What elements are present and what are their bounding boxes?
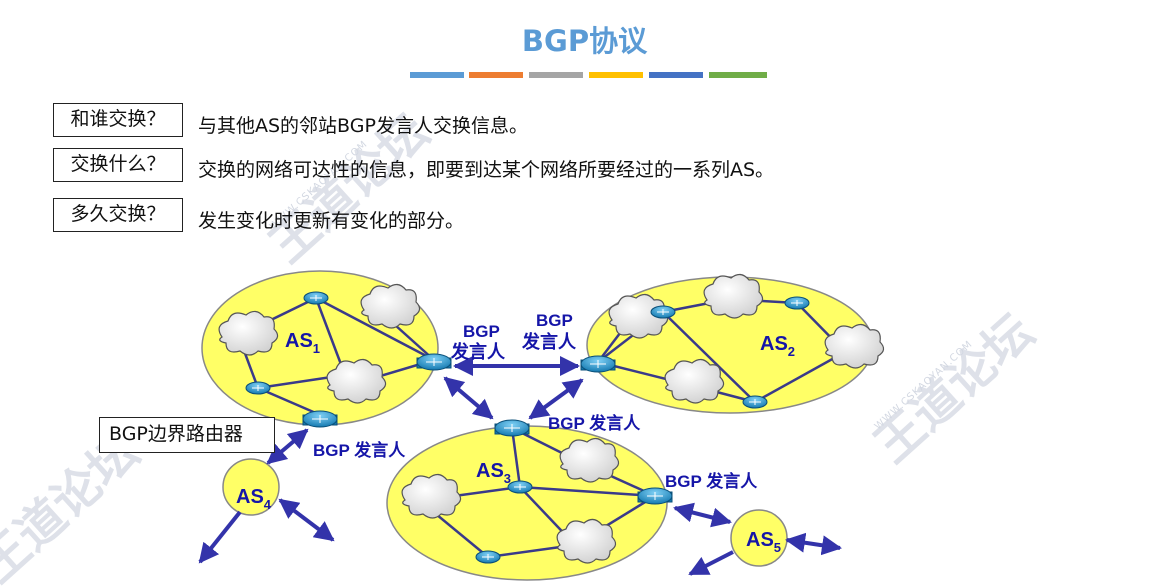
as2-speaker-label: 发言人 <box>521 331 577 352</box>
title-bar-segment <box>469 72 523 78</box>
title-bar-segment <box>529 72 583 78</box>
as3-top-speaker-label: BGP 发言人 <box>548 413 641 433</box>
border-router-callout: BGP边界路由器 <box>99 417 275 453</box>
as2-label: AS2 <box>760 333 795 359</box>
as1-speaker-label: 发言人 <box>450 341 506 362</box>
answer-when: 发生变化时更新有变化的部分。 <box>198 210 465 232</box>
title-bar-segment <box>410 72 464 78</box>
question-box-when: 多久交换？ <box>53 198 183 232</box>
title-bar-segment <box>709 72 767 78</box>
as1-label: AS1 <box>285 330 320 356</box>
page-title: BGP协议 <box>521 24 648 58</box>
as4-circle <box>222 458 280 516</box>
as3-right-speaker-label: BGP 发言人 <box>665 471 758 491</box>
cloud-icon <box>218 273 885 564</box>
inter-as-links <box>198 356 842 576</box>
answer-what: 交换的网络可达性的信息，即要到达某个网络所要经过的一系列AS。 <box>198 159 775 181</box>
as5-label: AS5 <box>746 529 781 555</box>
as1-speaker-bgp: BGP <box>463 322 500 341</box>
question-box-who: 和谁交换？ <box>53 103 183 137</box>
as3-label: AS3 <box>476 460 511 486</box>
title-bar-segment <box>589 72 643 78</box>
as2-speaker-bgp: BGP <box>536 311 573 330</box>
answer-who: 与其他AS的邻站BGP发言人交换信息。 <box>198 115 528 137</box>
as4-label: AS4 <box>236 486 272 512</box>
as1-bottom-speaker-label: BGP 发言人 <box>313 440 406 460</box>
router-icon <box>245 291 810 564</box>
question-box-what: 交换什么？ <box>53 148 183 182</box>
title-bar-segment <box>649 72 703 78</box>
